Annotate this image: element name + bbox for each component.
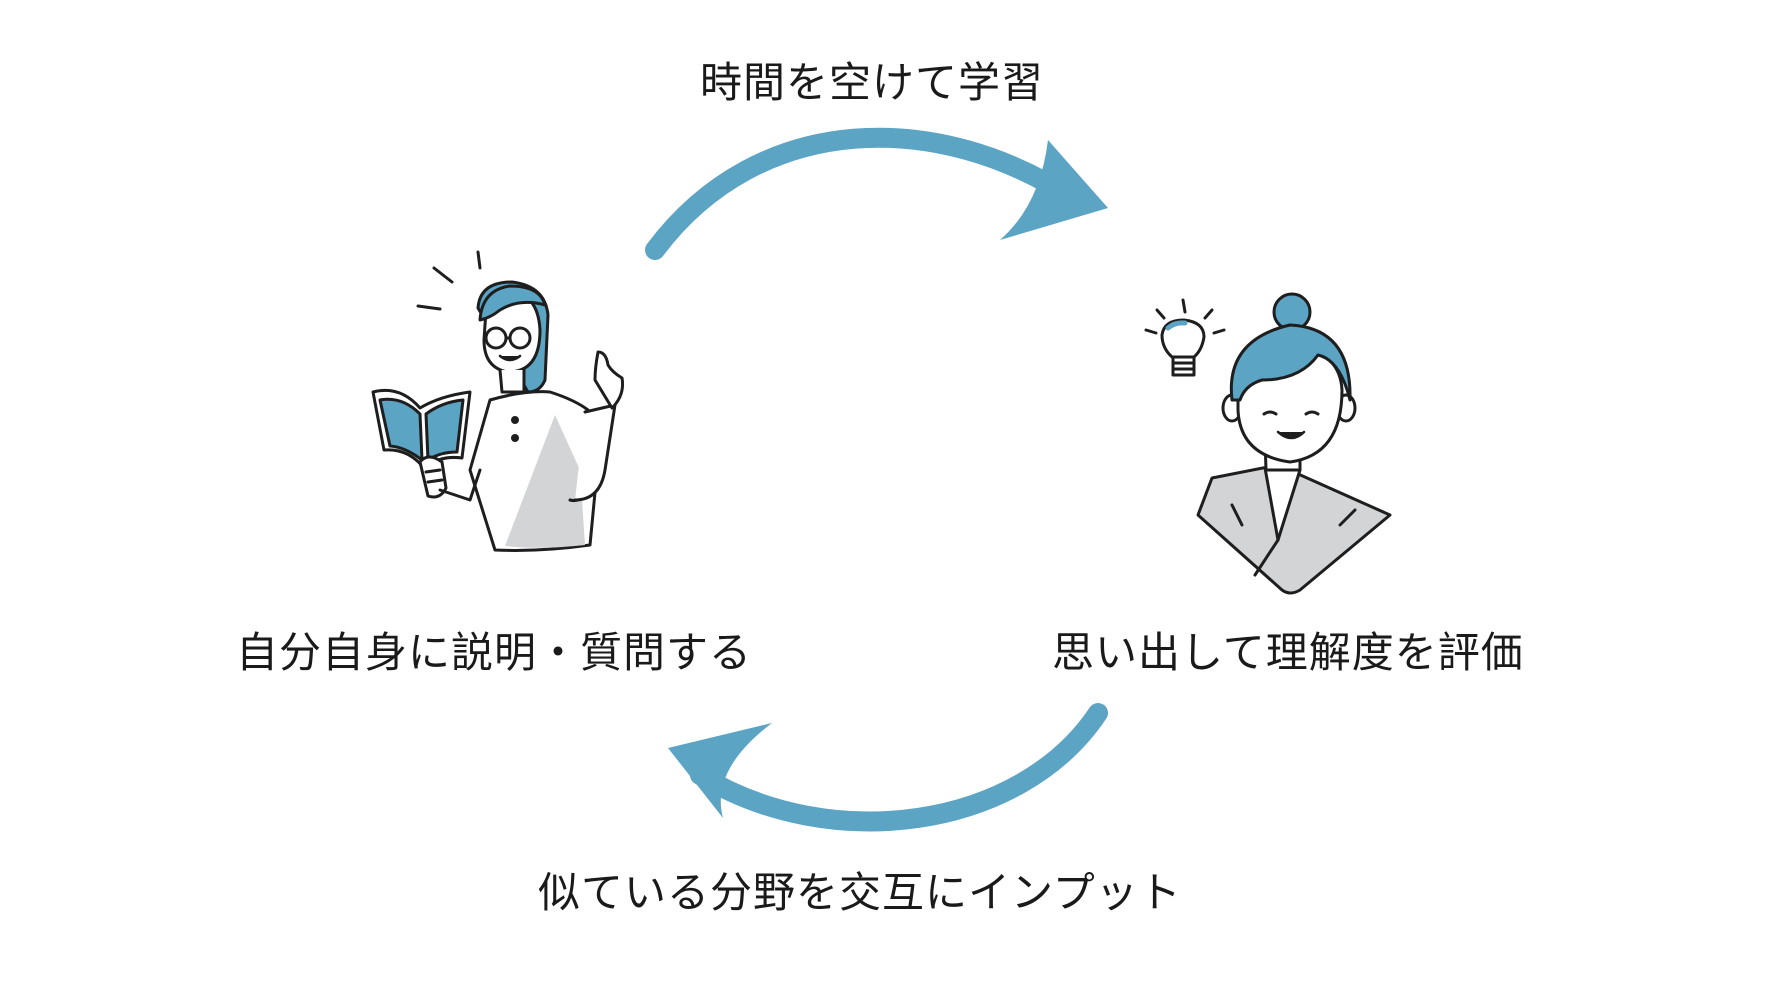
label-retrieval-practice: 思い出して理解度を評価 xyxy=(1052,628,1524,677)
label-interleaving: 似ている分野を交互にインプット xyxy=(538,868,1182,917)
woman-idea-icon xyxy=(1144,292,1392,595)
bottom-arrow xyxy=(668,703,1108,832)
label-spaced-learning: 時間を空けて学習 xyxy=(700,58,1045,107)
person-reading-book-icon xyxy=(371,250,624,552)
top-arrow xyxy=(645,127,1108,260)
label-self-explanation: 自分自身に説明・質問する xyxy=(236,628,753,677)
lightbulb-icon xyxy=(1144,298,1226,377)
